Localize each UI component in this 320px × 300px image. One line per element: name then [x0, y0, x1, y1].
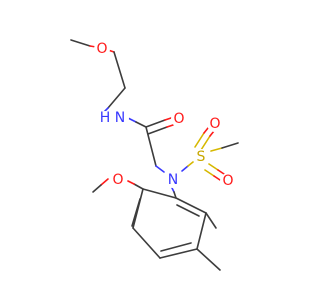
carbonyl-oxygen-label: O: [173, 111, 184, 127]
atom-methoxy-o-top: O: [94, 41, 110, 57]
atom-sulfonyl-o-upper: O: [207, 116, 223, 132]
sulfonyl-oxygen-upper-label: O: [209, 116, 220, 132]
molecule-structure: O H N O N S O O O: [70, 39, 239, 271]
oxygen-label: O: [96, 41, 107, 57]
amide-hydrogen-label: H: [100, 110, 111, 126]
atom-sulfonamide-n: N: [165, 172, 181, 188]
atom-carbonyl-o: O: [171, 111, 187, 127]
sulfonyl-oxygen-lower-label: O: [222, 173, 233, 189]
atom-sulfonyl-o-lower: O: [220, 173, 236, 189]
bonds-aryl-methoxy: [92, 178, 144, 193]
bonds-aromatic-ring: [131, 188, 221, 271]
amide-nitrogen-label: N: [115, 110, 125, 126]
bonds-sulfonyl: [181, 127, 239, 181]
bonds-n-aryl: [171, 187, 177, 199]
atom-aryl-methoxy-o: O: [110, 172, 126, 188]
bonds-amide: [127, 117, 174, 173]
aryl-methoxy-oxygen-label: O: [112, 172, 123, 188]
atom-sulfur: S: [193, 149, 209, 165]
atom-amide-nh: H N: [98, 109, 129, 127]
sulfonamide-nitrogen-label: N: [168, 172, 178, 188]
sulfur-label: S: [197, 149, 206, 165]
